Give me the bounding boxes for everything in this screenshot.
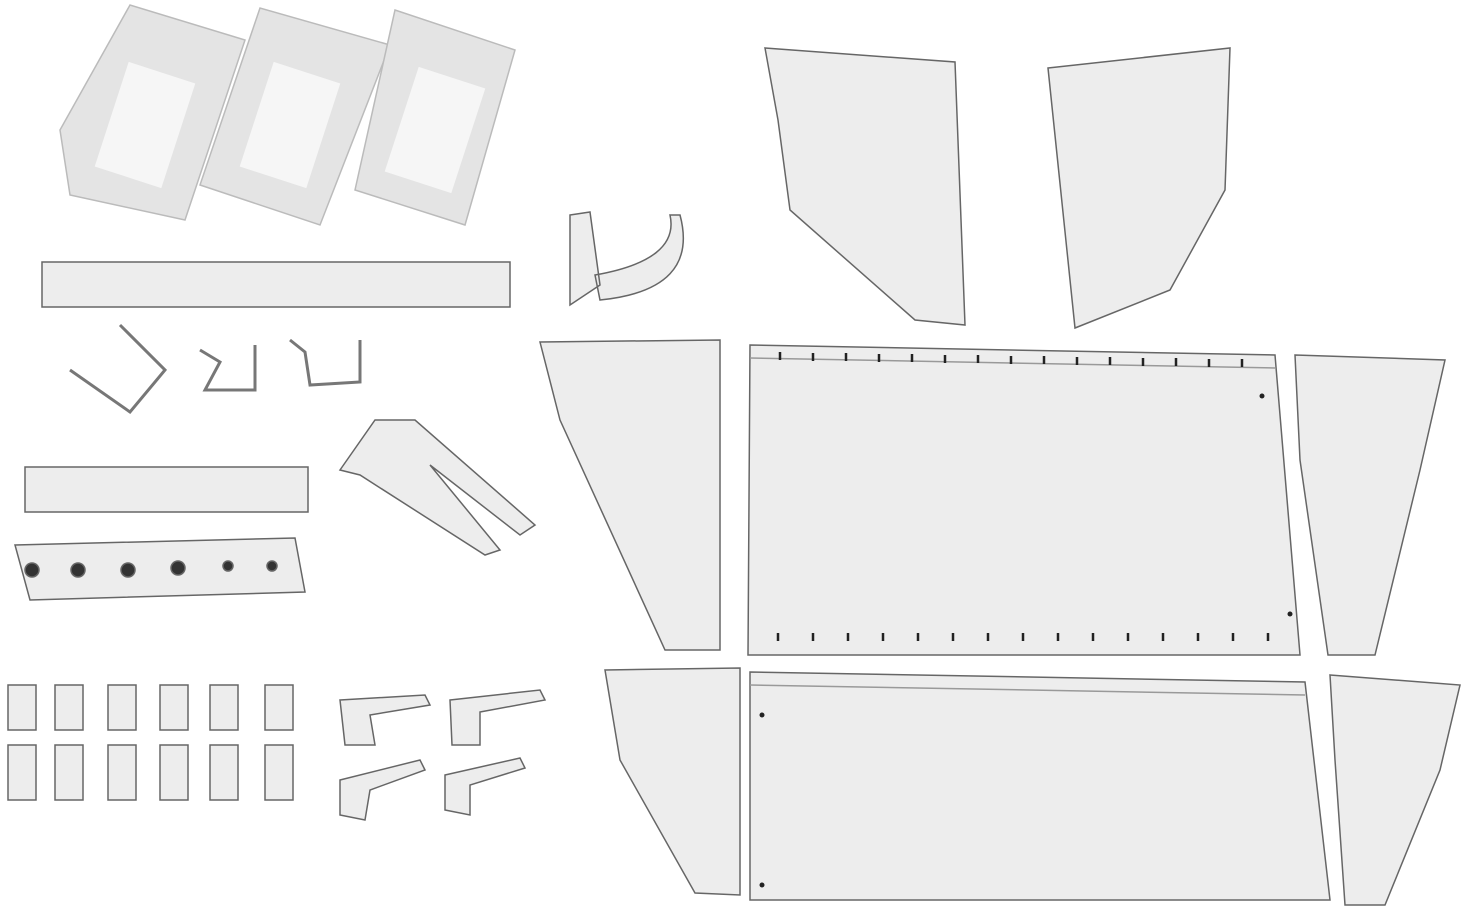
side-panel-right (1047, 47, 1231, 330)
shelf-bracket (1329, 674, 1461, 906)
fork-hook (338, 419, 537, 556)
shelf-bracket (539, 339, 721, 651)
shelf-bracket (604, 667, 741, 896)
storage-bins (59, 4, 516, 226)
tool-holder (14, 537, 306, 601)
shelf-lower (749, 671, 1331, 901)
shelf-upper (747, 344, 1301, 656)
shelf-bracket (1294, 354, 1446, 656)
wire-hooks (69, 323, 362, 415)
small-hooks (7, 684, 294, 801)
l-hooks (339, 689, 547, 821)
shelf-slots (776, 352, 1270, 641)
shelf-holes (759, 393, 1293, 888)
short-rail (24, 466, 309, 513)
side-panel-left (764, 47, 966, 326)
long-rail (41, 261, 511, 308)
j-hook (569, 211, 685, 307)
